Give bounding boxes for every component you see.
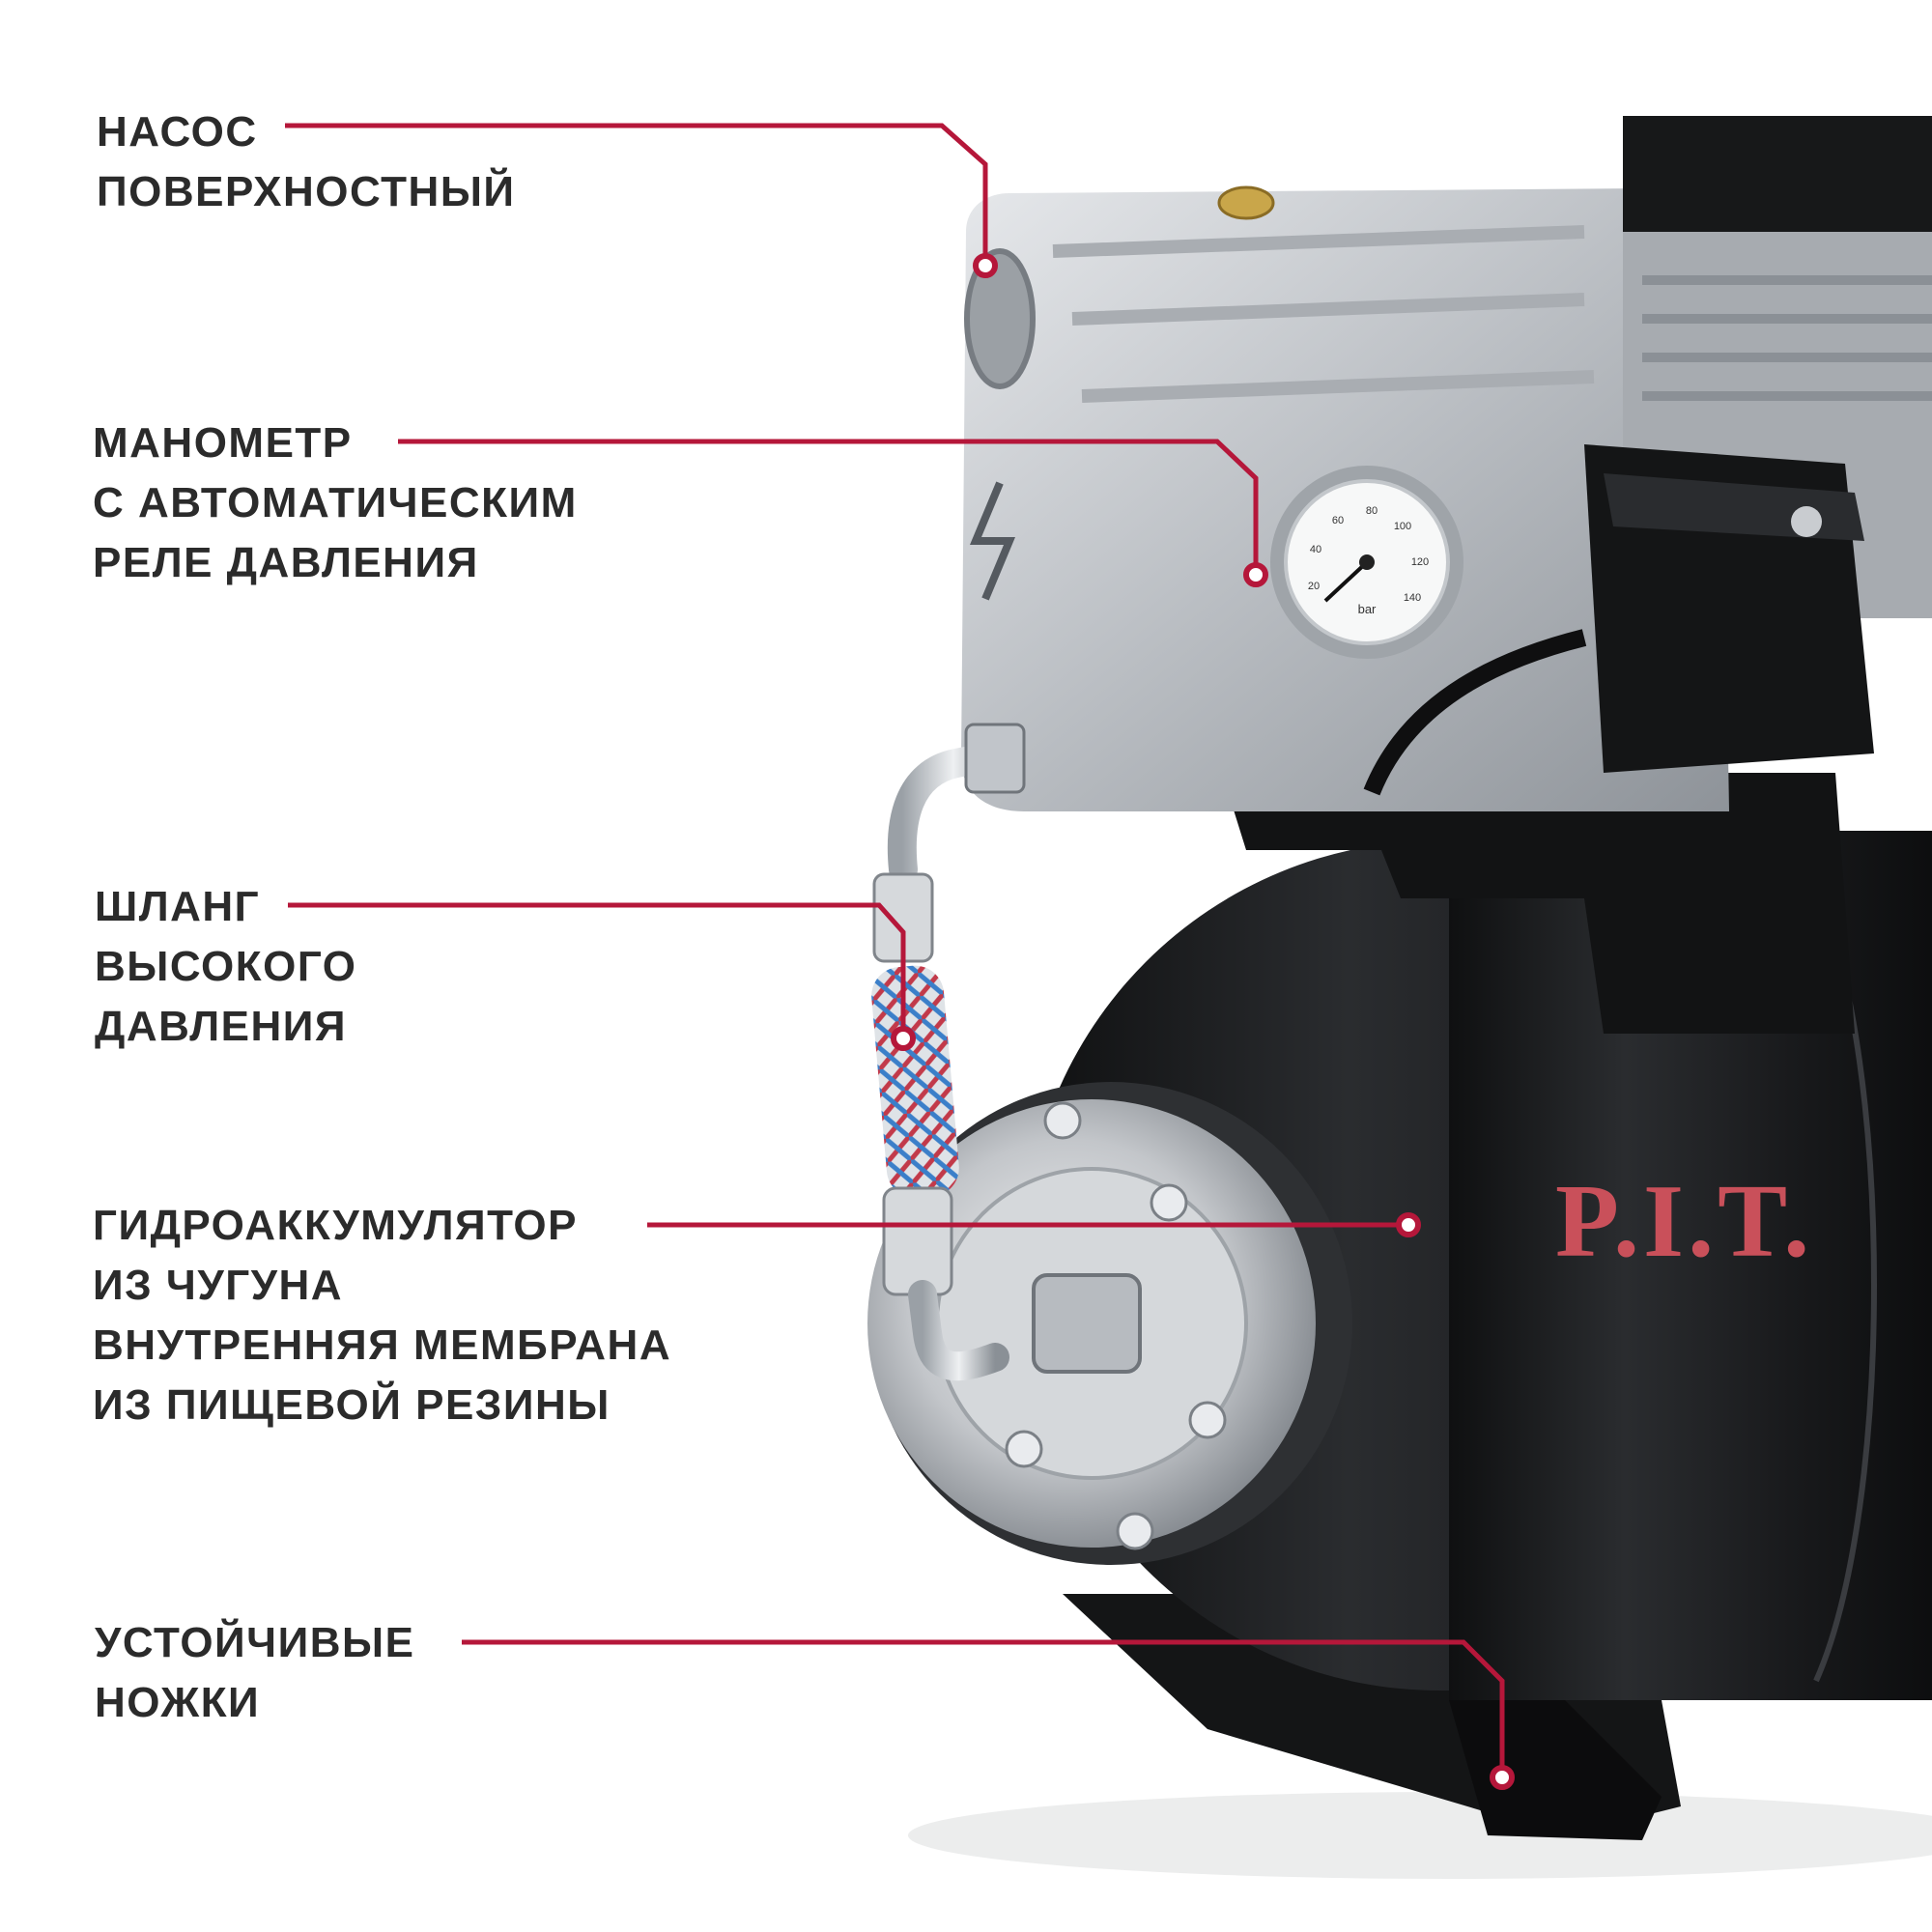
tank-fitting: [1032, 1273, 1142, 1374]
gauge-tick: 80: [1366, 505, 1378, 517]
callout-line: РЕЛЕ ДАВЛЕНИЯ: [93, 539, 479, 586]
gauge-tick: 100: [1394, 521, 1411, 532]
gauge-leader: [398, 439, 1259, 575]
callout-line: ИЗ ЧУГУНА: [93, 1262, 344, 1309]
callout-line: МАНОМЕТР: [93, 419, 353, 467]
callout-hose: ШЛАНГ ВЫСОКОГО ДАВЛЕНИЯ: [95, 877, 356, 1057]
callout-line: ИЗ ПИЩЕВОЙ РЕЗИНЫ: [93, 1381, 611, 1429]
pump-leader: [285, 123, 988, 266]
callout-line: НАСОС: [97, 108, 258, 156]
callout-line: ВЫСОКОГО: [95, 943, 357, 990]
feet-leader: [462, 1639, 1505, 1777]
gauge-tick: 40: [1310, 544, 1321, 555]
brass-plug: [1217, 185, 1275, 220]
brand-logo: P.I.T.: [1555, 1164, 1813, 1279]
mount-bracket: [1222, 773, 1855, 1034]
callout-line: ШЛАНГ: [95, 883, 261, 930]
callout-dots: [891, 253, 1515, 1790]
hose-braid: [871, 965, 959, 1199]
gauge-unit: bar: [1358, 602, 1377, 616]
callout-lines: [285, 123, 1505, 1777]
hose-top-elbow: [887, 739, 1019, 884]
gauge-tick: 20: [1308, 581, 1320, 592]
gauge-tick: 60: [1332, 515, 1344, 526]
power-cable: [1363, 629, 1587, 796]
motor-fins: [1642, 275, 1932, 401]
gauge-tick: 120: [1411, 556, 1429, 568]
gauge-hub: [1359, 554, 1375, 570]
pump-inlet: [964, 248, 1036, 389]
gauge-needle: [1323, 560, 1369, 603]
hose-bottom-elbow: [908, 1280, 1009, 1381]
callout-line: ДАВЛЕНИЯ: [95, 1003, 348, 1050]
pump-ribs: [1052, 225, 1595, 403]
callout-pump: НАСОС ПОВЕРХНОСТНЫЙ: [97, 102, 516, 222]
hose-leader: [288, 902, 906, 1038]
hose-top-nut: [964, 723, 1026, 794]
gauge-tick: 140: [1404, 592, 1421, 604]
gauge-ticks: 20 40 60 80 100 120 140: [1308, 505, 1429, 604]
callout-gauge: МАНОМЕТР С АВТОМАТИЧЕСКИМ РЕЛЕ ДАВЛЕНИЯ: [93, 413, 578, 593]
callout-feet: УСТОЙЧИВЫЕ НОЖКИ: [95, 1613, 414, 1733]
floor-shadow: [908, 1792, 1932, 1879]
callout-line: НОЖКИ: [95, 1679, 261, 1726]
switch-screw: [1791, 506, 1822, 537]
callout-line: УСТОЙЧИВЫЕ: [95, 1619, 415, 1666]
drain-symbol: [970, 481, 1015, 601]
callout-line: С АВТОМАТИЧЕСКИМ: [93, 479, 578, 526]
hose-lower-ferrule: [882, 1186, 953, 1296]
callout-tank: ГИДРОАККУМУЛЯТОР ИЗ ЧУГУНА ВНУТРЕННЯЯ МЕ…: [93, 1196, 671, 1435]
callout-line: ВНУТРЕННЯЯ МЕМБРАНА: [93, 1321, 672, 1369]
callout-line: ПОВЕРХНОСТНЫЙ: [97, 168, 516, 215]
motor-cap: [1623, 116, 1932, 232]
callout-line: ГИДРОАККУМУЛЯТОР: [93, 1202, 578, 1249]
flange-bolts: [1005, 1101, 1227, 1550]
